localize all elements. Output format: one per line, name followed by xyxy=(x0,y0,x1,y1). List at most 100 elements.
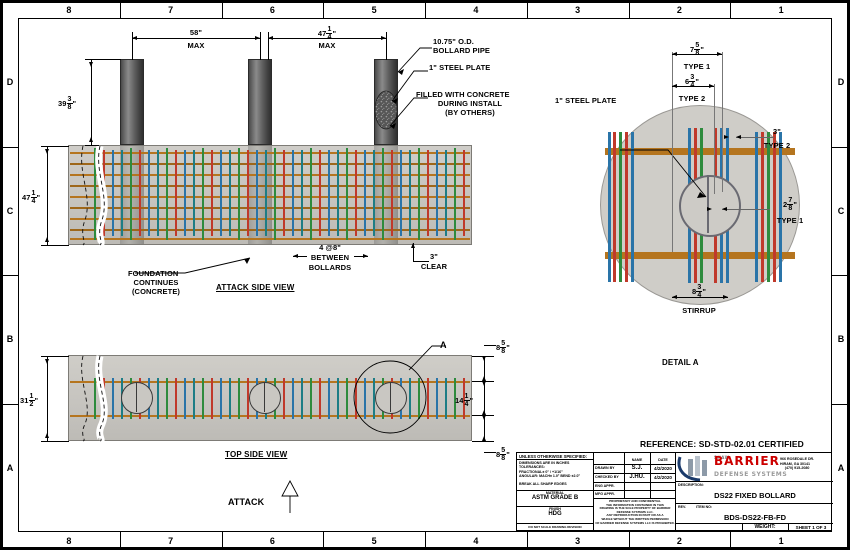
rebar-stirrup-detail xyxy=(613,132,616,282)
rebar-stirrup-detail xyxy=(779,132,782,282)
callout-fill-line1: FILLED WITH CONCRETE xyxy=(416,90,510,99)
zone-bottom-5: 5 xyxy=(371,536,377,546)
rebar-tie xyxy=(310,378,312,419)
rebar-stirrup xyxy=(265,150,267,236)
detail-bollard-circle xyxy=(679,175,741,237)
tb-row-mfg: MFG APPR. xyxy=(595,492,615,496)
dim-39-value: 39 xyxy=(58,99,67,108)
rebar-longitudinal xyxy=(70,207,470,209)
brand-small: SHAW xyxy=(714,455,730,460)
rebar-tie xyxy=(166,378,168,419)
rebar-stirrup xyxy=(157,150,159,236)
rebar-stirrup-detail xyxy=(767,132,770,282)
rebar-stirrup xyxy=(400,150,402,236)
rebar-tie xyxy=(418,378,420,419)
tb-finish-label: FINISH xyxy=(549,507,561,511)
zone-right-C: C xyxy=(837,205,845,216)
rebar-tie xyxy=(202,378,204,419)
attack-view-title: ATTACK SIDE VIEW xyxy=(216,283,295,292)
tb-col-name: NAME xyxy=(631,458,643,462)
tb-description-label: DESCRIPTION: xyxy=(678,483,704,487)
detail-steel-plate xyxy=(707,175,709,233)
callout-fill-line2: DURING INSTALL xyxy=(437,99,503,108)
tb-prop-l3: DRAWING IS THE SOLE PROPERTY OF BARRIER xyxy=(599,506,671,511)
rebar-stirrup xyxy=(310,148,312,240)
note-between-line2: BETWEEN xyxy=(310,253,350,262)
tb-notes-l2: TOLERANCES: xyxy=(519,465,545,470)
tb-description-value: DS22 FIXED BOLLARD xyxy=(714,491,796,500)
dim-top-den: 8 xyxy=(501,348,506,355)
attack-direction-label: ATTACK xyxy=(228,497,265,507)
rebar-tie xyxy=(346,378,348,419)
rebar-stirrup xyxy=(130,148,132,240)
tb-notes: UNLESS OTHERWISE SPECIFIED: DIMENSIONS A… xyxy=(517,453,593,532)
dim-type1-right-num: 7 xyxy=(787,197,794,205)
bollard-embedded-right xyxy=(374,146,398,244)
callout-steel-plate-attack: 1" STEEL PLATE xyxy=(429,63,491,72)
rebar-stirrup xyxy=(292,150,294,236)
rebar-longitudinal xyxy=(70,196,470,198)
top-view-bollard-left xyxy=(121,382,153,414)
dim-58-note: MAX xyxy=(187,41,205,50)
rebar-tie xyxy=(301,378,303,419)
tb-approvals: NAME DATE DRAWN BY S.J. 4/2/2020 CHECKED… xyxy=(593,453,675,532)
brand-sub: DEFENSE SYSTEMS xyxy=(714,471,788,478)
tb-prop-l6: WHOLE WITHOUT THE WRITTEN PERMISSION xyxy=(601,516,669,521)
dim-47-den: 4 xyxy=(327,34,332,41)
tb-item-value: BDS-DS22-FB-FD xyxy=(723,513,787,522)
sheet-border-inner xyxy=(18,18,832,532)
tb-notes-l3: FRACTIONAL± 0" / +1/16" xyxy=(519,469,563,474)
dim-39-num: 3 xyxy=(66,96,73,104)
tb-weight-label: WEIGHT: xyxy=(754,524,776,530)
rebar-tie xyxy=(229,378,231,419)
rebar-stirrup xyxy=(328,150,330,236)
tb-prop-l5: ANY REPRODUCTION IN PART OR AS A xyxy=(606,513,664,518)
zone-tick xyxy=(832,275,850,276)
zone-bottom-1: 1 xyxy=(778,536,784,546)
top-view-plate-center xyxy=(264,382,265,412)
zone-tick xyxy=(0,403,18,405)
note-between-line1: 4 @8" xyxy=(319,243,341,252)
rebar-stirrup xyxy=(409,150,411,236)
rebar-longitudinal xyxy=(70,152,470,154)
rebar-tie xyxy=(238,378,240,419)
tb-finish-value: HDG xyxy=(548,511,562,518)
rebar-stirrup xyxy=(427,150,429,236)
reference-note: REFERENCE: SD-STD-02.01 CERTIFIED xyxy=(640,439,804,449)
dim-31-value: 31 xyxy=(20,396,29,405)
bollard-pipe-left xyxy=(120,59,144,145)
note-clear-line1: 3" xyxy=(430,252,438,261)
zone-tick xyxy=(832,403,850,405)
dim-type1-right-label: TYPE 1 xyxy=(776,216,804,225)
rebar-stirrup xyxy=(436,150,438,236)
zone-left-A: A xyxy=(6,462,14,473)
top-view-bollard-right xyxy=(375,382,407,414)
rebar-tie xyxy=(220,378,222,419)
rebar-stirrup xyxy=(112,150,114,236)
zone-right-D: D xyxy=(837,77,845,88)
bollard-embedded-center xyxy=(248,146,272,244)
tb-checked-name: J.HU. xyxy=(629,474,645,480)
rebar-stirrup xyxy=(193,150,195,236)
callout-fill-line3: (BY OTHERS) xyxy=(445,108,495,117)
tb-notes-header: UNLESS OTHERWISE SPECIFIED: xyxy=(517,453,593,460)
tb-prop-l1: PROPRIETARY AND CONFIDENTIAL xyxy=(609,499,661,503)
zone-tick xyxy=(425,532,426,550)
rebar-stirrup xyxy=(202,148,204,240)
rebar-stirrup-detail xyxy=(625,132,628,282)
rebar-longitudinal xyxy=(70,218,470,220)
brand-name: BARRIER xyxy=(714,454,780,468)
dim-top-value: 8 xyxy=(496,343,501,352)
rebar-stirrup xyxy=(256,150,258,236)
rebar-stirrup-detail xyxy=(761,132,764,282)
rebar-stirrup xyxy=(346,148,348,240)
dim-depth-den: 4 xyxy=(31,198,36,205)
rebar-stirrup xyxy=(364,150,366,236)
dim-type1-top-value: 7 xyxy=(690,45,695,54)
tb-row-eng: ENG APPR. xyxy=(595,484,615,488)
dim-type2-top-num: 3 xyxy=(689,74,696,82)
rebar-stirrup-detail xyxy=(773,132,776,282)
rebar-stirrup xyxy=(229,150,231,236)
zone-tick xyxy=(119,0,121,18)
detail-callout-steel-plate: 1" STEEL PLATE xyxy=(555,96,617,105)
